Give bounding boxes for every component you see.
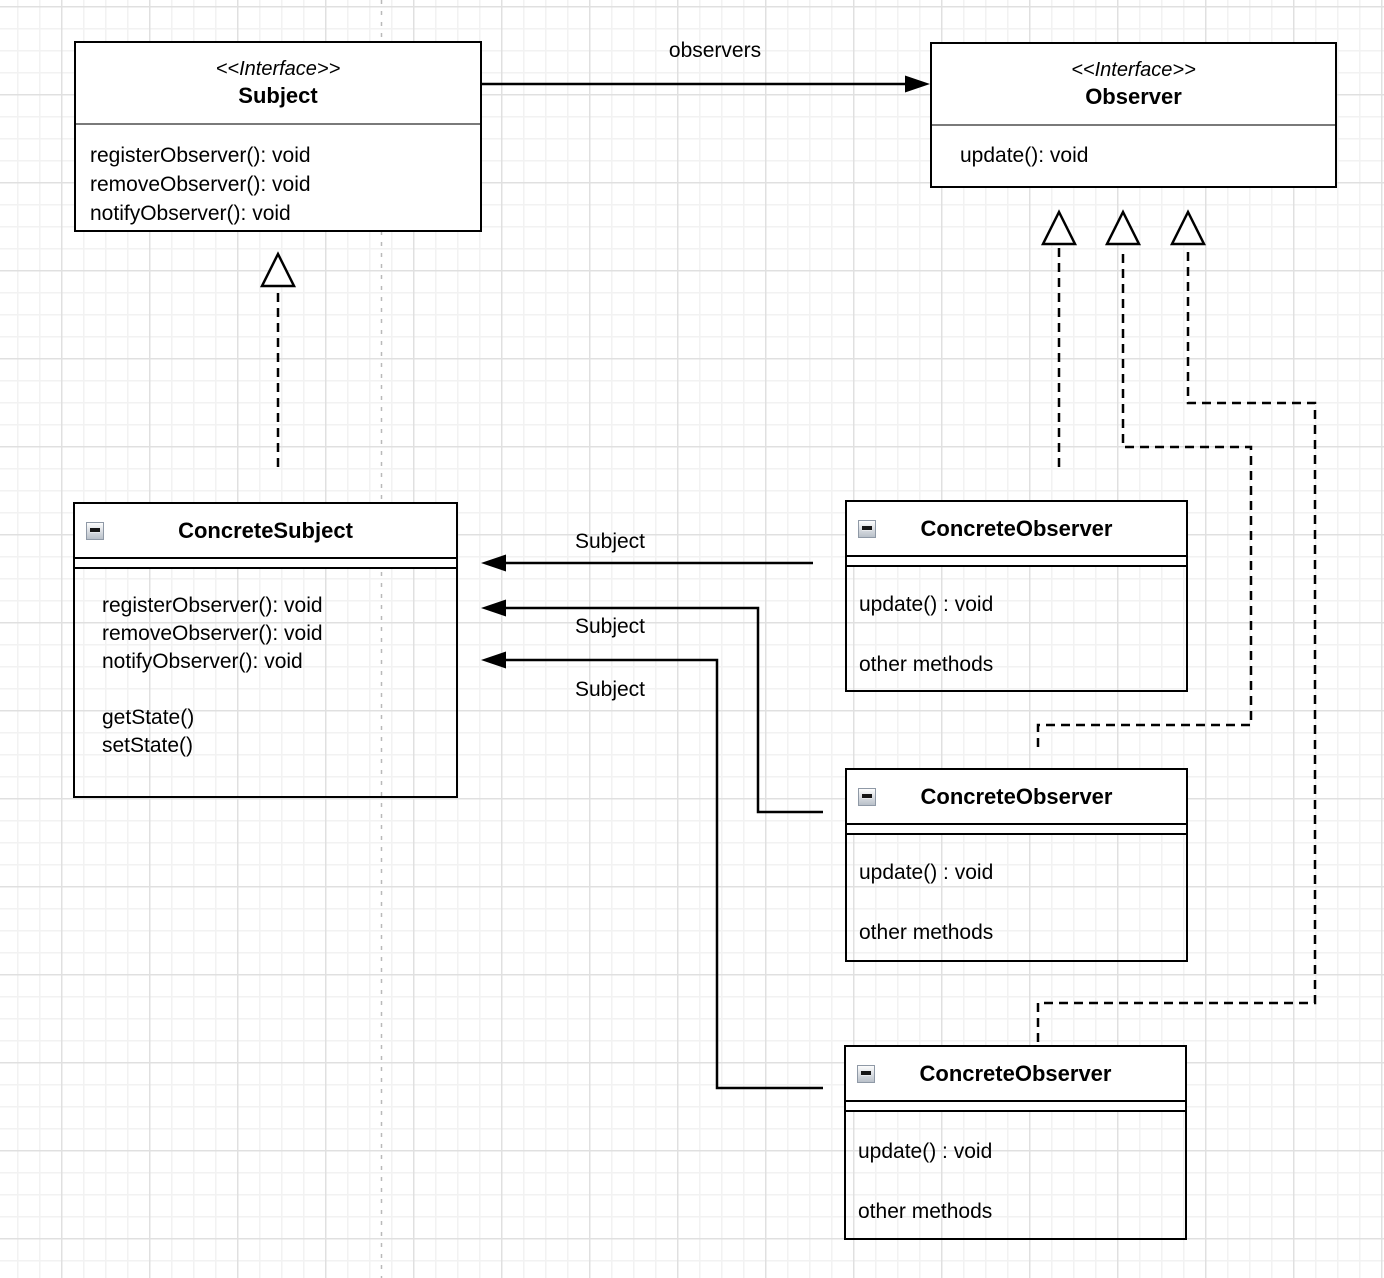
class-header: ConcreteObserver	[847, 770, 1186, 825]
stereotype-label: <<Interface>>	[215, 58, 341, 80]
class-name: Subject	[238, 83, 318, 108]
methods-section: update() : void other methods	[847, 835, 1186, 948]
method-row: other methods	[859, 653, 994, 676]
method-row: update() : void	[859, 593, 994, 616]
filled-arrowhead	[481, 554, 506, 572]
method-row: setState()	[102, 734, 194, 757]
method-row-spacer	[859, 888, 1176, 918]
stereotype-label: <<Interface>>	[1071, 59, 1196, 81]
minus-glyph	[90, 528, 100, 532]
method-row: update() : void	[858, 1140, 993, 1163]
edge-subject-association-2[interactable]	[481, 599, 823, 814]
header-separator	[75, 559, 456, 569]
subject-edge-label-3[interactable]: Subject	[574, 678, 646, 701]
hollow-triangle-arrowhead	[259, 251, 297, 288]
edge-line	[1036, 248, 1253, 747]
method-row: notifyObserver(): void	[90, 202, 291, 225]
class-concrete-observer-2[interactable]: ConcreteObserver update() : void other m…	[845, 768, 1188, 962]
methods-section: registerObserver(): void removeObserver(…	[75, 569, 456, 760]
edge-line	[501, 606, 823, 814]
method-row: getState()	[102, 706, 195, 729]
class-observer-interface[interactable]: <<Interface>> Observer update(): void	[930, 42, 1337, 188]
class-name: ConcreteObserver	[919, 1060, 1112, 1086]
class-name: Observer	[1085, 84, 1182, 109]
method-row: registerObserver(): void	[102, 594, 323, 617]
methods-section: update() : void other methods	[847, 567, 1186, 680]
class-name: ConcreteObserver	[920, 783, 1113, 809]
methods-section: update() : void other methods	[846, 1112, 1185, 1227]
class-header: ConcreteObserver	[846, 1047, 1185, 1102]
hollow-triangle-arrowhead	[1040, 209, 1078, 246]
subject-edge-label-1[interactable]: Subject	[574, 530, 646, 553]
class-name: ConcreteSubject	[178, 517, 353, 543]
methods-section: update(): void	[932, 126, 1335, 170]
method-row: removeObserver(): void	[102, 622, 323, 645]
class-header: ConcreteObserver	[847, 502, 1186, 557]
method-row: other methods	[858, 1200, 993, 1223]
class-header: ConcreteSubject	[75, 504, 456, 559]
methods-section: registerObserver(): void removeObserver(…	[76, 125, 480, 228]
edge-realization-observer-1[interactable]	[1040, 209, 1078, 467]
edge-subject-association-3[interactable]	[481, 651, 823, 1090]
collapse-minus-icon[interactable]	[858, 519, 876, 538]
method-row	[102, 676, 446, 704]
collapse-minus-icon[interactable]	[857, 1064, 875, 1083]
filled-arrowhead	[481, 599, 506, 617]
method-row-spacer	[859, 620, 1176, 650]
class-subject-interface[interactable]: <<Interface>> Subject registerObserver()…	[74, 41, 482, 232]
class-header: <<Interface>> Observer	[932, 44, 1335, 126]
header-separator	[846, 1102, 1185, 1112]
hollow-triangle-arrowhead	[1169, 209, 1207, 246]
class-name: ConcreteObserver	[920, 515, 1113, 541]
method-row: notifyObserver(): void	[102, 650, 303, 673]
method-row: update() : void	[859, 861, 994, 884]
class-concrete-observer-3[interactable]: ConcreteObserver update() : void other m…	[844, 1045, 1187, 1240]
edge-subject-association-1[interactable]	[481, 554, 813, 572]
minus-glyph	[862, 526, 872, 530]
method-row: other methods	[859, 921, 994, 944]
observers-edge-label[interactable]: observers	[668, 39, 762, 62]
class-header: <<Interface>> Subject	[76, 43, 480, 125]
filled-arrowhead	[481, 651, 506, 669]
minus-glyph	[862, 794, 872, 798]
header-separator	[847, 825, 1186, 835]
edge-realization-concrete-subject[interactable]	[259, 251, 297, 467]
edge-realization-observer-3[interactable]	[1036, 209, 1317, 1042]
collapse-minus-icon[interactable]	[86, 521, 104, 540]
method-row-spacer	[858, 1167, 1175, 1197]
minus-glyph	[861, 1071, 871, 1075]
class-concrete-subject[interactable]: ConcreteSubject registerObserver(): void…	[73, 502, 458, 798]
header-separator	[847, 557, 1186, 567]
collapse-minus-icon[interactable]	[858, 787, 876, 806]
filled-arrowhead	[905, 75, 930, 93]
edge-realization-observer-2[interactable]	[1036, 209, 1253, 747]
subject-edge-label-2[interactable]: Subject	[574, 615, 646, 638]
method-row: removeObserver(): void	[90, 173, 311, 196]
edge-line	[1036, 248, 1317, 1042]
method-row: registerObserver(): void	[90, 144, 311, 167]
class-concrete-observer-1[interactable]: ConcreteObserver update() : void other m…	[845, 500, 1188, 692]
edge-line	[501, 658, 823, 1090]
method-row: update(): void	[960, 144, 1089, 167]
edge-observers-association[interactable]	[482, 75, 930, 93]
hollow-triangle-arrowhead	[1104, 209, 1142, 246]
